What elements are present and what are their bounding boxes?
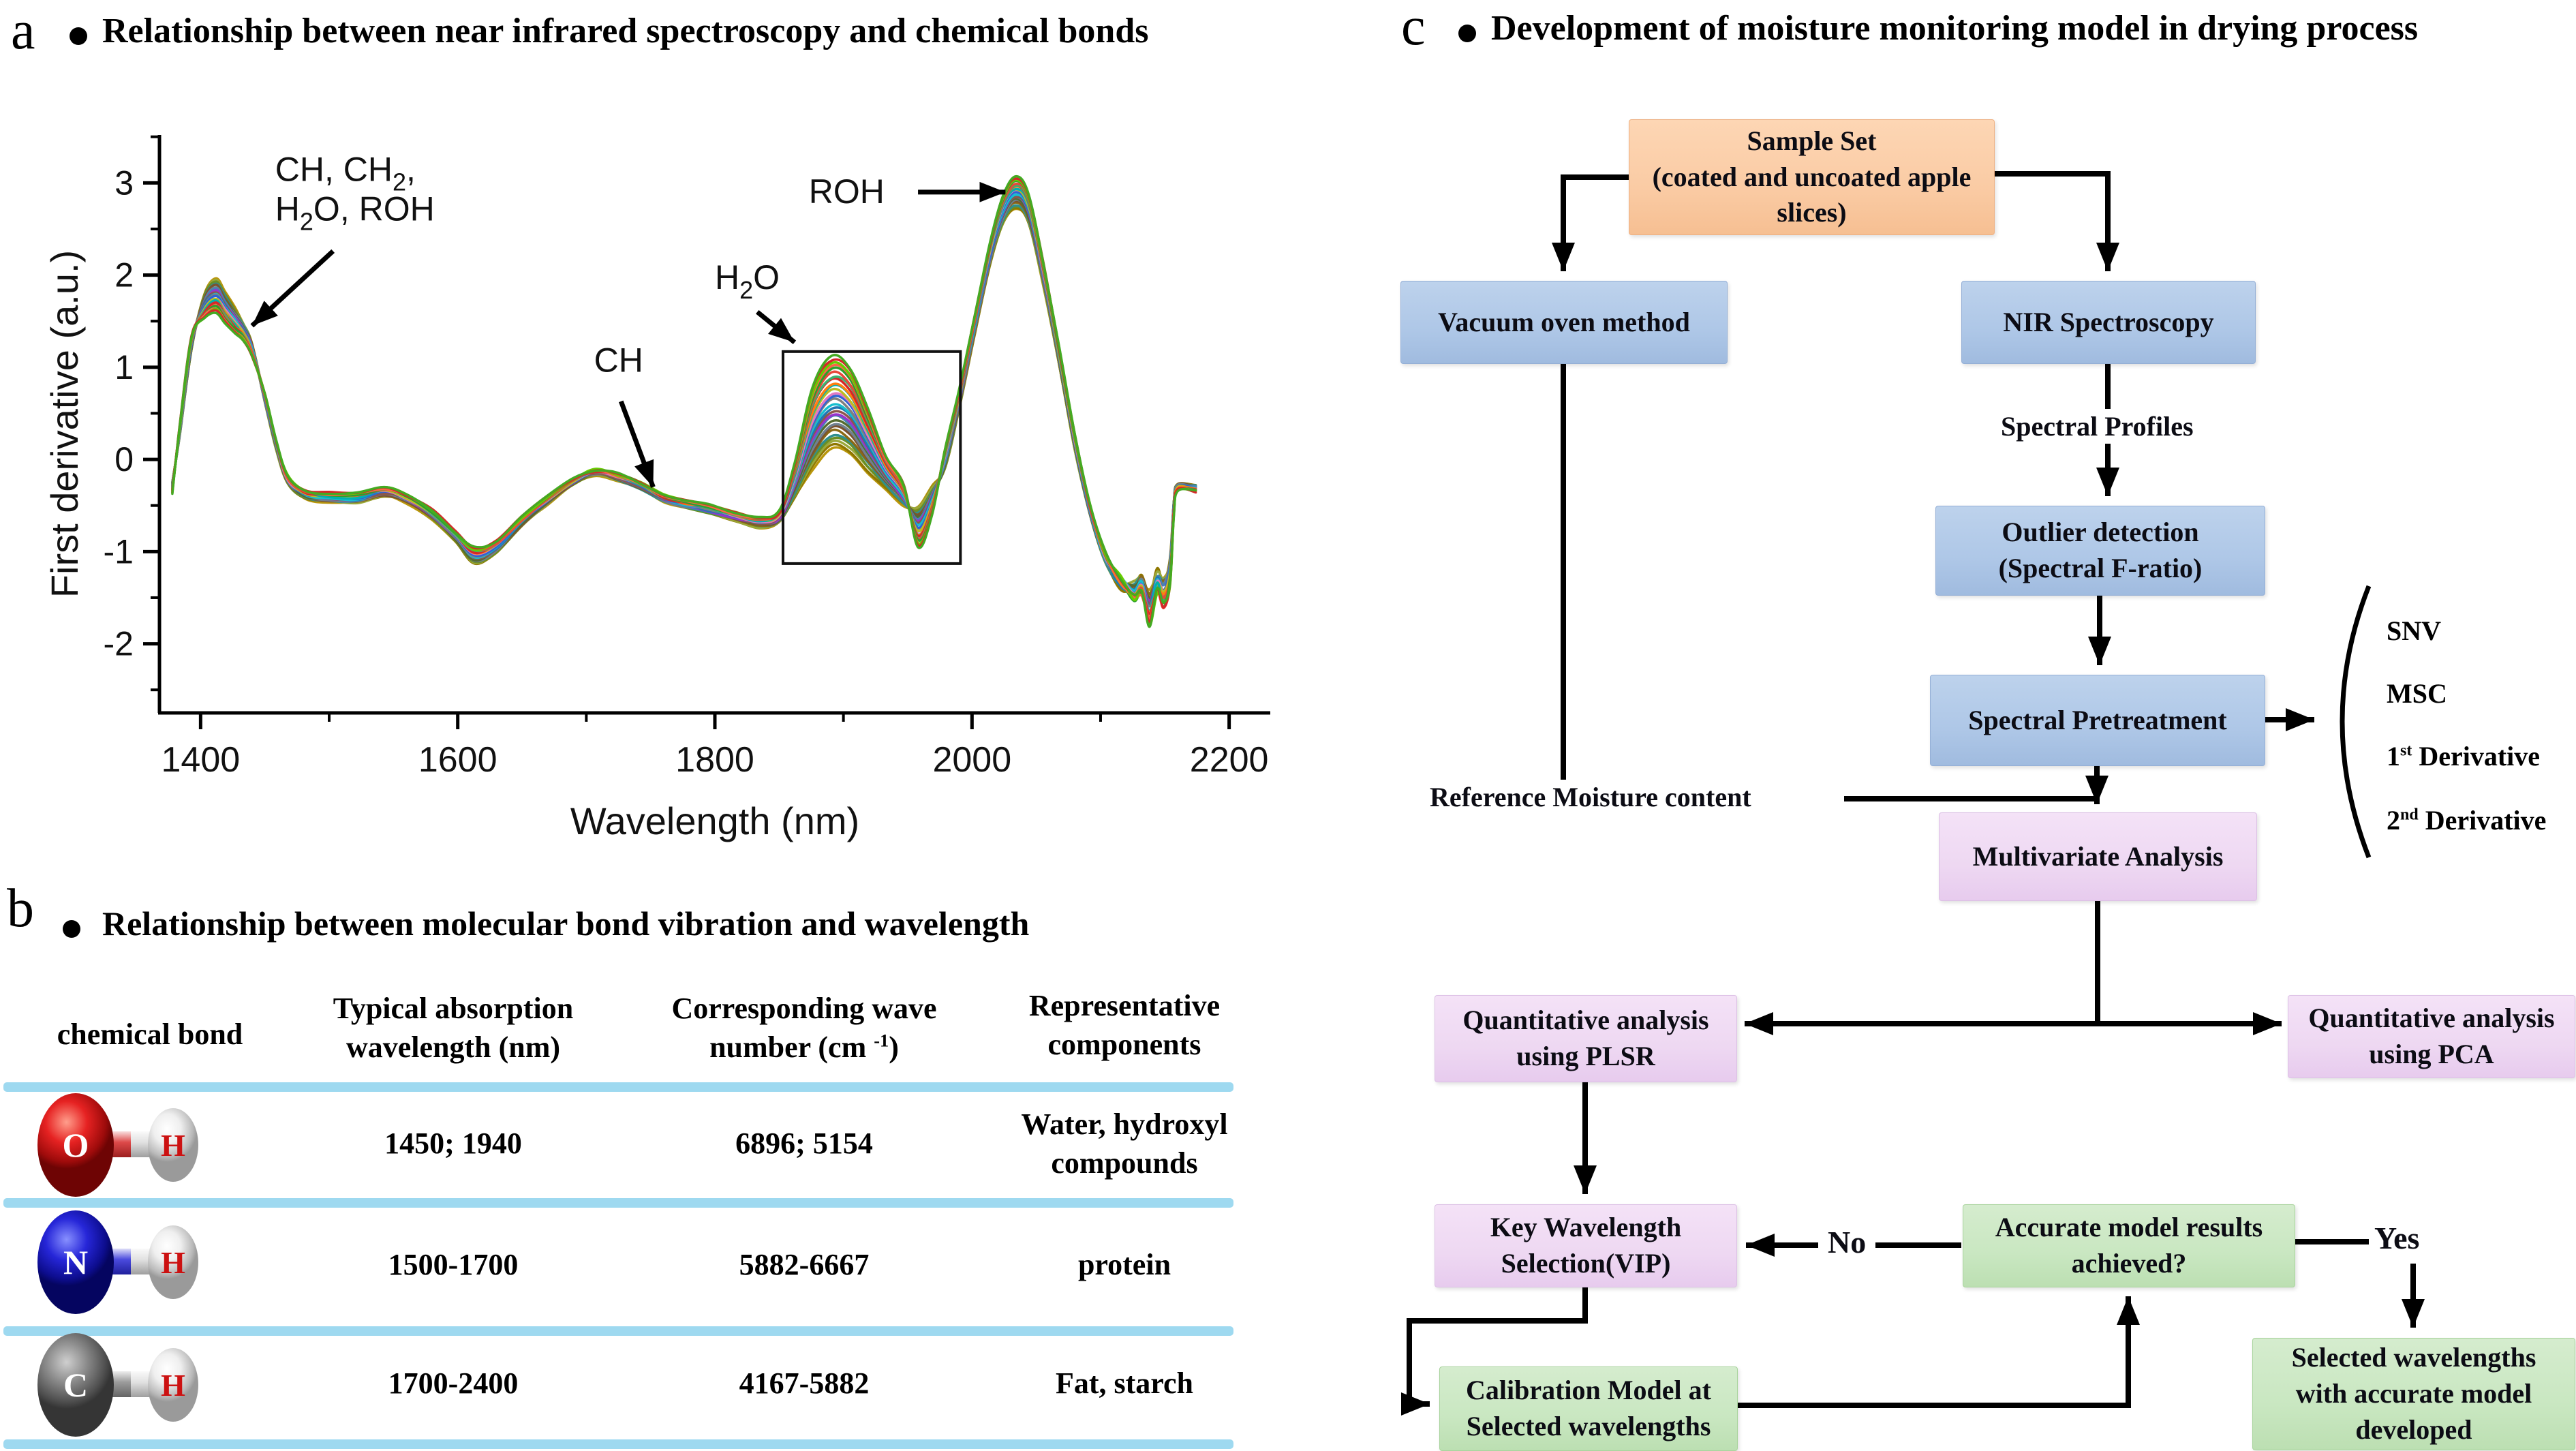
pretreatment-method-2nd-derivative: 2nd Derivative	[2387, 805, 2547, 836]
flow-box-key-wavelength-selection: Key Wavelength Selection(VIP)	[1435, 1204, 1737, 1287]
cell-oh-wavenumber: 6896; 5154	[735, 1127, 873, 1161]
flow-box-pca: Quantitative analysis using PCA	[2288, 995, 2575, 1078]
spectra-series-20	[171, 184, 1197, 615]
annotation-h2o: H2O	[715, 258, 797, 345]
table-header-wavelength: Typical absorption wavelength (nm)	[333, 991, 574, 1064]
edge-label-reference-moisture: Reference Moisture content	[1430, 782, 1751, 812]
svg-text:-1: -1	[104, 532, 134, 570]
table-divider	[3, 1198, 1233, 1208]
flow-box-multivariate-analysis: Multivariate Analysis	[1939, 812, 2257, 901]
molecule-oh: O H	[37, 1093, 208, 1202]
cell-oh-components: Water, hydroxyl compounds	[1021, 1107, 1228, 1180]
axes: 3 2 1 0 -1 -2 1400 1600 1800 2000 2200	[104, 135, 1270, 780]
spectra-series-26	[171, 177, 1197, 623]
cell-nh-wavelength: 1500-1700	[388, 1248, 519, 1282]
cell-ch-wavelength: 1700-2400	[388, 1366, 519, 1401]
flow-box-vacuum-oven: Vacuum oven method	[1400, 281, 1728, 364]
oxygen-atom: O	[37, 1093, 114, 1197]
cell-ch-components: Fat, starch	[1055, 1366, 1194, 1401]
table-header-components: Representative components	[1028, 988, 1221, 1061]
table-header-chemical-bond: chemical bond	[57, 1018, 243, 1052]
svg-text:H2O: H2O	[715, 258, 780, 304]
spectra-series-22	[171, 182, 1197, 620]
x-axis-title: Wavelength (nm)	[570, 799, 859, 842]
hydrogen-atom: H	[148, 1348, 198, 1422]
y-axis-title: First derivative (a.u.)	[43, 250, 86, 598]
edge-label-yes: Yes	[2374, 1221, 2420, 1255]
flow-box-sample-set: Sample Set (coated and uncoated apple sl…	[1629, 119, 1995, 235]
svg-text:2200: 2200	[1190, 740, 1269, 780]
flow-box-plsr: Quantitative analysis using PLSR	[1435, 995, 1737, 1082]
spectra-series-27	[171, 174, 1197, 628]
svg-text:CH, CH2,H2O, ROH: CH, CH2,H2O, ROH	[275, 151, 435, 236]
edge-label-spectral-profiles: Spectral Profiles	[1991, 409, 2203, 444]
panel-c-label: c	[1401, 0, 1426, 57]
hydrogen-atom: H	[148, 1108, 198, 1182]
svg-text:0: 0	[114, 440, 134, 478]
flow-box-spectral-pretreatment: Spectral Pretreatment	[1930, 675, 2265, 766]
annotation-arrow-h2o	[756, 309, 797, 345]
annotation-roh: ROH	[809, 172, 1006, 211]
svg-text:2000: 2000	[932, 740, 1011, 780]
methods-parenthesis	[2340, 585, 2372, 859]
cell-ch-wavenumber: 4167-5882	[739, 1366, 870, 1401]
carbon-atom: C	[37, 1333, 114, 1437]
svg-text:CH: CH	[594, 341, 643, 380]
svg-text:ROH: ROH	[809, 172, 885, 211]
annotation-peak1: CH, CH2,H2O, ROH	[250, 151, 435, 328]
edge-sample-to-vacuum	[1552, 174, 1629, 271]
cell-oh-wavelength: 1450; 1940	[384, 1127, 522, 1161]
edge-label-no: No	[1818, 1223, 1876, 1262]
panel-a-label: a	[11, 1, 35, 61]
spectra-series-group	[171, 174, 1197, 628]
panel-b-bullet	[63, 920, 80, 938]
cell-nh-wavenumber: 5882-6667	[739, 1248, 870, 1282]
molecule-nh: N H	[37, 1210, 208, 1319]
pretreatment-method-msc: MSC	[2387, 678, 2447, 709]
svg-text:-2: -2	[104, 625, 134, 663]
panel-b-label: b	[7, 879, 34, 938]
spectra-series-24	[171, 179, 1197, 620]
panel-a-bullet	[70, 27, 87, 45]
table-header-wavenumber: Corresponding wave number (cm -1)	[671, 991, 937, 1064]
edge-calibration-to-accurate	[1736, 1296, 2140, 1408]
svg-text:1800: 1800	[675, 740, 754, 780]
spectra-series-19	[171, 185, 1197, 613]
flow-box-selected-wavelengths: Selected wavelengths with accurate model…	[2252, 1338, 2575, 1450]
annotation-arrow-ch	[619, 400, 656, 488]
svg-text:1600: 1600	[418, 740, 497, 780]
edge-sample-to-nir	[1993, 171, 2119, 271]
svg-text:1: 1	[114, 348, 134, 386]
panel-b-title: Relationship between molecular bond vibr…	[102, 904, 1030, 943]
table-divider	[3, 1082, 1233, 1092]
h2o-highlight-box	[781, 350, 962, 565]
flow-box-accurate-model: Accurate model results achieved?	[1963, 1204, 2295, 1287]
hydrogen-atom: H	[148, 1225, 198, 1299]
table-divider	[3, 1439, 1233, 1449]
edge-kws-to-calibration	[1401, 1286, 1588, 1416]
flow-box-outlier-detection: Outlier detection (Spectral F-ratio)	[1935, 506, 2265, 596]
svg-text:1400: 1400	[162, 740, 241, 780]
pretreatment-method-1st-derivative: 1st Derivative	[2387, 741, 2541, 772]
svg-text:2: 2	[114, 256, 134, 294]
nitrogen-atom: N	[37, 1210, 114, 1314]
table-divider	[3, 1326, 1233, 1336]
annotation-ch: CH	[594, 341, 656, 488]
svg-text:3: 3	[114, 164, 134, 202]
molecule-ch: C H	[37, 1333, 208, 1442]
flow-box-calibration-model: Calibration Model at Selected wavelength…	[1439, 1366, 1738, 1451]
flow-box-nir-spectroscopy: NIR Spectroscopy	[1961, 281, 2256, 364]
panel-a-title: Relationship between near infrared spect…	[102, 12, 1149, 50]
spectra-series-25	[171, 179, 1197, 628]
annotation-arrow-peak1	[250, 249, 335, 328]
spectra-series-23	[171, 179, 1197, 625]
pretreatment-method-snv: SNV	[2387, 615, 2442, 646]
panel-c-bullet	[1458, 25, 1476, 42]
cell-nh-components: protein	[1077, 1248, 1171, 1282]
panel-c-title: Development of moisture monitoring model…	[1491, 9, 2419, 48]
